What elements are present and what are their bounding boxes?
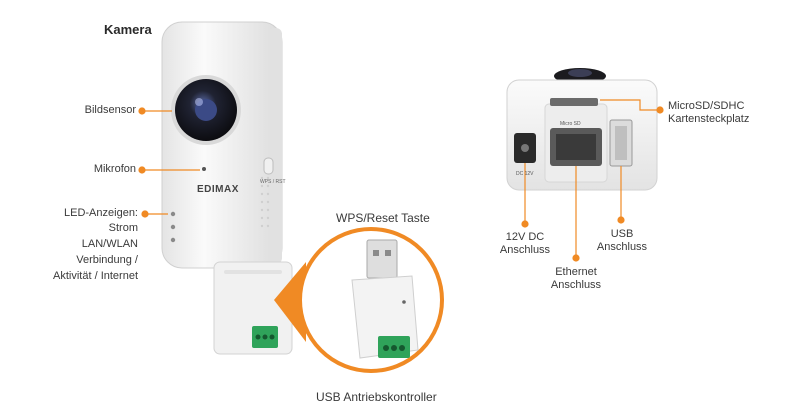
led-activity <box>170 237 176 243</box>
label-led-title: LED-Anzeigen: <box>64 207 138 219</box>
wps-reset-button <box>263 157 274 175</box>
port-label-microsd: Micro SD <box>560 121 581 127</box>
port-label-dc: DC 12V <box>516 171 534 177</box>
usb-adapter-zoom <box>298 227 444 373</box>
label-dc-line1: 12V DC <box>505 231 545 243</box>
label-microphone: Mikrofon <box>93 163 136 175</box>
callout-lines <box>138 99 664 262</box>
label-dc-line2: Anschluss <box>499 244 551 256</box>
led-power <box>170 211 176 217</box>
label-image-sensor: Bildsensor <box>84 104 136 116</box>
microsd-slot <box>550 98 598 106</box>
label-usb-line1: USB <box>610 228 634 240</box>
brand-logo: EDIMAX <box>197 184 239 195</box>
wps-reset-pinhole <box>402 300 406 304</box>
microphone-hole <box>202 167 206 171</box>
label-led-connection: Verbindung / <box>76 254 138 266</box>
label-led-lan: LAN/WLAN <box>81 238 138 250</box>
label-microsd: MicroSD/SDHC <box>668 100 745 112</box>
label-led-activity: Aktivität / Internet <box>53 270 138 282</box>
label-led-power: Strom <box>108 222 138 234</box>
camera-rear-view <box>506 68 658 191</box>
label-usb-line2: Anschluss <box>596 241 648 253</box>
label-ethernet-line2: Anschluss <box>550 279 602 291</box>
section-title: Kamera <box>104 22 152 37</box>
label-wps-reset: WPS/Reset Taste <box>336 211 430 225</box>
wps-button-text: WPS / RST <box>260 179 286 185</box>
label-ethernet-line1: Ethernet <box>555 266 597 278</box>
label-usb-controller: USB Antriebskontroller <box>316 390 437 404</box>
zoom-connector <box>274 262 306 342</box>
camera-front-view <box>161 21 293 355</box>
led-lan-wlan <box>170 224 176 230</box>
label-card-slot: Kartensteckplatz <box>668 113 750 125</box>
